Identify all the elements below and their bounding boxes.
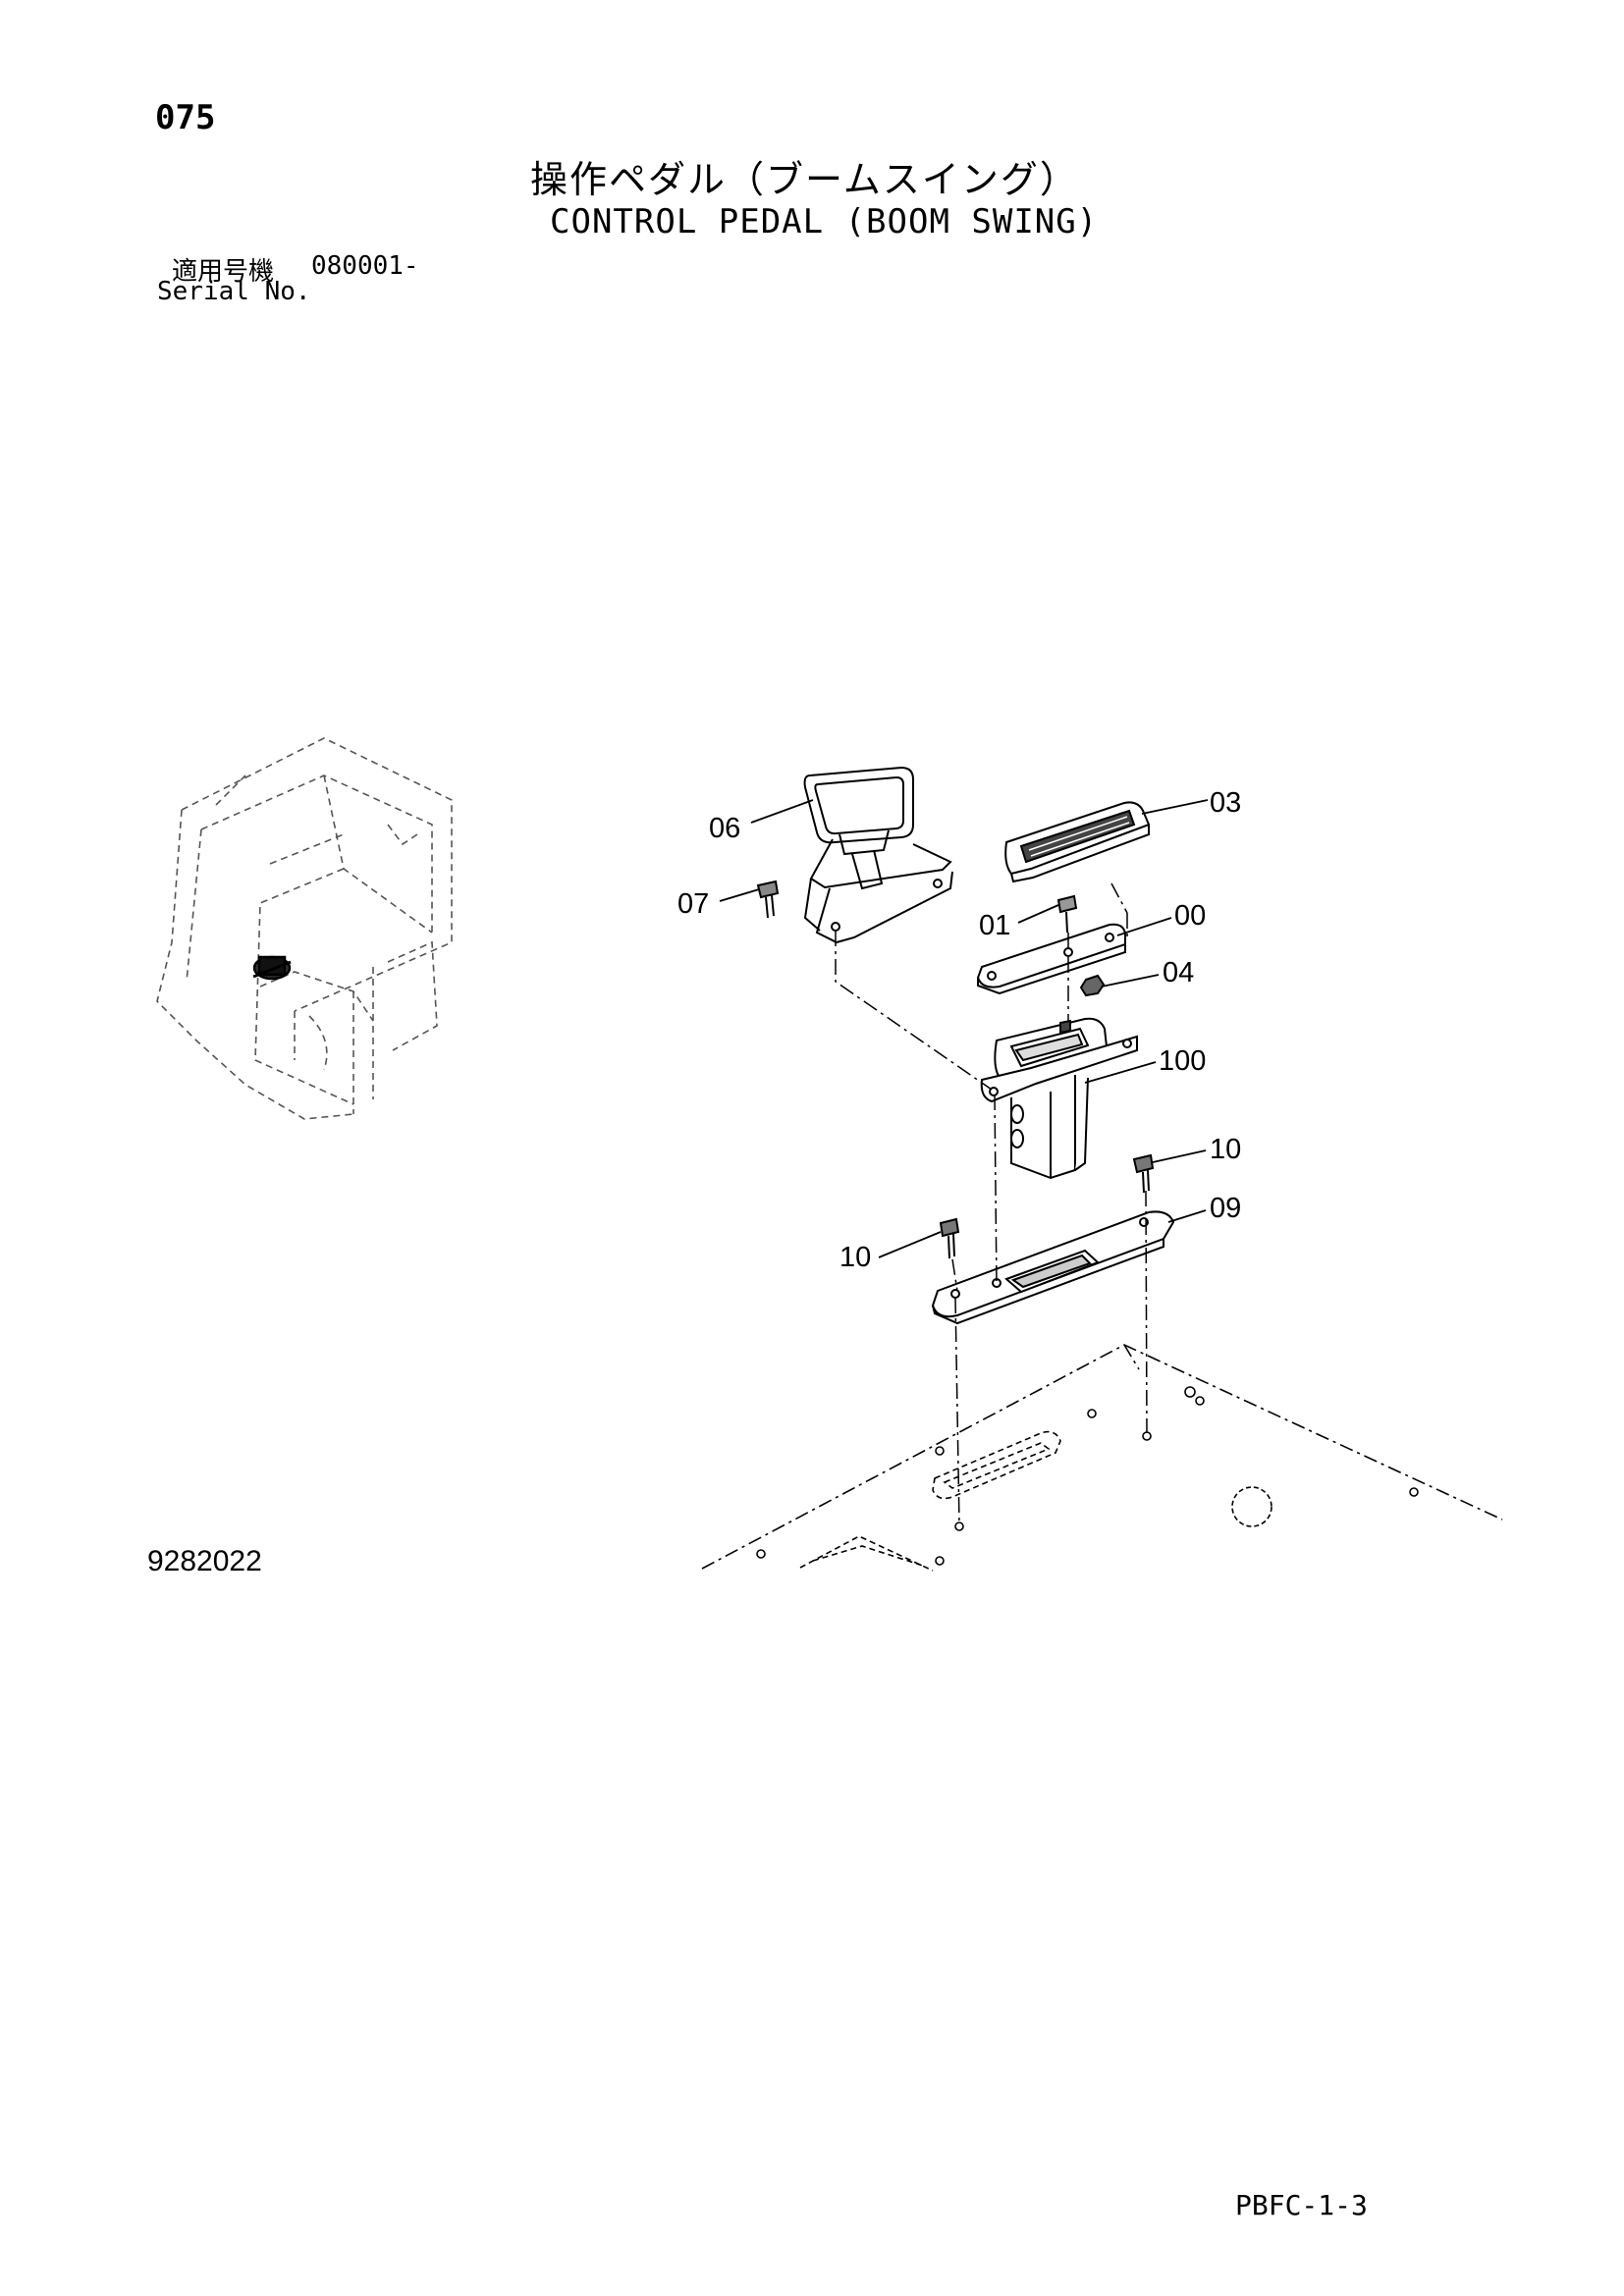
cab-pedal-location-marker — [252, 955, 292, 981]
serial-label-japanese: 適用号機 — [172, 257, 275, 287]
floor-plate-details — [799, 1430, 1061, 1572]
part-07-bolt — [756, 880, 780, 919]
cab-locator-sketch — [156, 737, 453, 1120]
part-00-plate — [976, 923, 1126, 995]
part-03-pedal-pad — [1004, 801, 1151, 883]
part-10-bolt-right — [1132, 1153, 1155, 1194]
part-01-screw — [1056, 894, 1078, 934]
floor-plate-holes — [756, 1386, 1419, 1566]
callout-01: 01 — [979, 910, 1010, 941]
page-title-english: CONTROL PEDAL (BOOM SWING) — [550, 202, 1099, 241]
serial-number-value: 080001- — [311, 251, 419, 281]
callout-03: 03 — [1210, 787, 1241, 819]
callout-04: 04 — [1163, 957, 1194, 988]
floor-plate — [701, 1344, 1503, 1570]
callout-10-left: 10 — [839, 1242, 871, 1273]
callout-10-right: 10 — [1210, 1134, 1241, 1165]
callout-07: 07 — [677, 888, 709, 920]
part-100-pedal-valve — [980, 1017, 1138, 1180]
page-number: 075 — [155, 98, 216, 137]
figure-number: 9282022 — [147, 1545, 262, 1577]
part-10-bolt-left — [939, 1217, 960, 1259]
callout-100: 100 — [1159, 1045, 1206, 1077]
callout-06: 06 — [709, 813, 740, 844]
callout-09: 09 — [1210, 1193, 1241, 1224]
part-09-base-plate — [931, 1210, 1175, 1325]
callout-00: 00 — [1174, 900, 1206, 932]
leader-lines — [719, 799, 1209, 1258]
part-06-pedal-handle — [803, 766, 953, 944]
page-title-japanese: 操作ペダル（ブームスイング） — [530, 158, 1079, 201]
page-code: PBFC-1-3 — [1235, 2189, 1368, 2221]
alignment-lines — [835, 882, 1148, 1525]
serial-label-english: Serial No. — [157, 277, 311, 306]
part-04-nut — [1079, 974, 1106, 997]
